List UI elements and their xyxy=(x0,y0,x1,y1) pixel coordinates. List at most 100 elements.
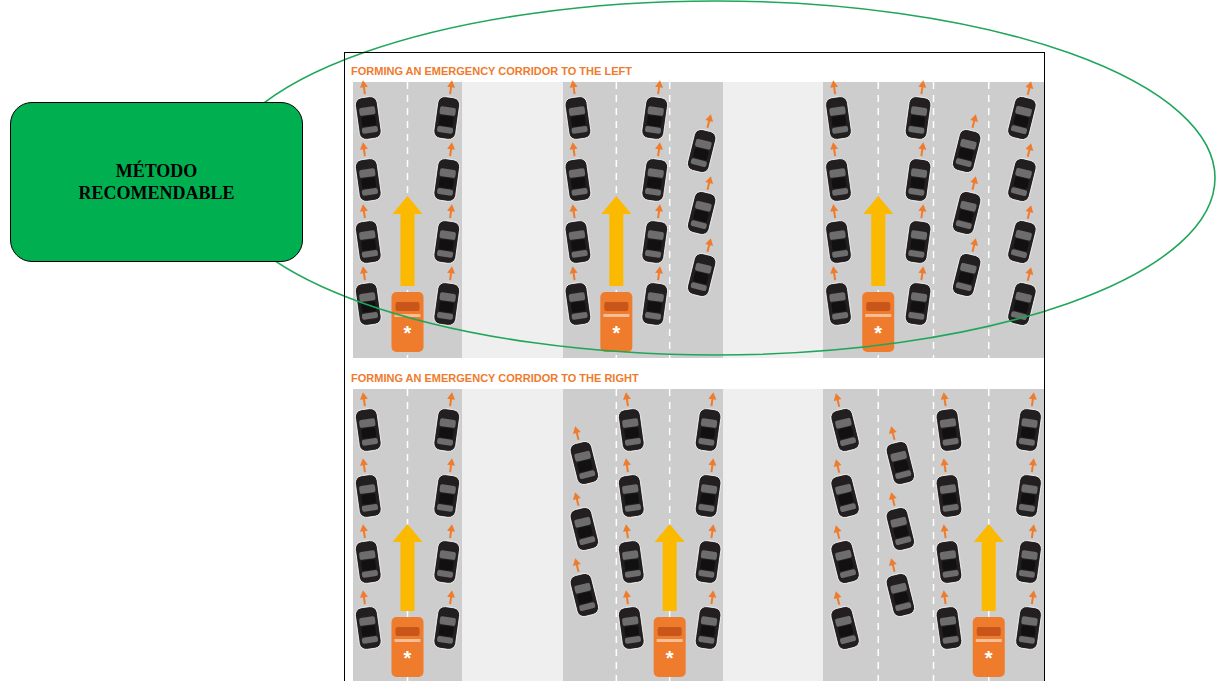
car-rear-window xyxy=(625,636,642,644)
car-windshield xyxy=(647,230,664,240)
car-rear-window xyxy=(1019,570,1036,578)
direction-arrow xyxy=(837,597,839,605)
car-roof xyxy=(647,239,662,251)
car-windshield xyxy=(622,484,639,494)
car-rear-window xyxy=(571,126,588,134)
direction-arrowhead xyxy=(1026,266,1035,275)
car xyxy=(562,79,592,140)
car-rear-window xyxy=(698,438,715,446)
car-roof xyxy=(624,559,639,571)
car-rear-window xyxy=(832,126,849,134)
car-roof xyxy=(624,625,639,637)
car xyxy=(1015,589,1045,650)
car-rear-window xyxy=(362,570,379,578)
car-rear-window xyxy=(908,188,925,196)
car-windshield xyxy=(701,550,718,560)
car-windshield xyxy=(439,168,456,178)
direction-arrow xyxy=(573,86,574,94)
car-body xyxy=(354,96,382,141)
car xyxy=(694,457,724,518)
car-windshield xyxy=(359,418,376,428)
car-windshield xyxy=(1021,550,1038,560)
car-body xyxy=(829,407,861,453)
car-body xyxy=(569,506,601,552)
vehicle-asterisk: * xyxy=(398,647,418,669)
car xyxy=(615,391,645,452)
car-windshield xyxy=(439,616,456,626)
car xyxy=(615,523,645,584)
car-windshield xyxy=(622,616,639,626)
direction-arrowhead xyxy=(918,266,927,274)
direction-arrowhead xyxy=(832,458,841,467)
car-windshield xyxy=(911,292,928,302)
direction-arrow xyxy=(450,398,451,406)
car-body xyxy=(433,158,461,203)
car-rear-window xyxy=(942,504,959,512)
car-body xyxy=(904,282,932,327)
vehicle-body xyxy=(654,617,686,677)
car xyxy=(904,265,934,326)
direction-arrowhead xyxy=(359,458,368,466)
car-roof xyxy=(942,493,957,505)
direction-arrow xyxy=(627,530,628,538)
direction-arrow xyxy=(921,272,922,280)
direction-arrowhead xyxy=(918,142,927,150)
car-rear-window xyxy=(362,188,379,196)
direction-arrowhead xyxy=(655,142,664,150)
direction-arrow xyxy=(893,432,895,440)
car-rear-window xyxy=(698,504,715,512)
direction-arrowhead xyxy=(829,266,838,274)
car-roof xyxy=(361,559,376,571)
car xyxy=(686,111,722,174)
car-windshield xyxy=(359,106,376,116)
car-roof xyxy=(361,177,376,189)
car-roof xyxy=(910,239,925,251)
direction-arrowhead xyxy=(359,142,368,150)
car xyxy=(641,203,671,264)
direction-arrowhead xyxy=(829,80,838,88)
direction-arrow xyxy=(450,148,451,156)
car-body xyxy=(935,474,963,519)
car-rear-window xyxy=(571,312,588,320)
direction-arrowhead xyxy=(940,392,949,400)
direction-arrow xyxy=(364,596,365,604)
direction-arrow xyxy=(627,398,628,406)
car-roof xyxy=(647,301,662,313)
panel-title: FORMING AN EMERGENCY CORRIDOR TO THE LEF… xyxy=(351,64,632,78)
car-roof xyxy=(831,115,846,127)
car-roof xyxy=(838,492,854,505)
car-rear-window xyxy=(437,312,454,320)
corridor-arrow xyxy=(655,524,685,611)
car-body xyxy=(1015,606,1043,651)
direction-arrowhead xyxy=(447,142,456,150)
car-rear-window xyxy=(437,504,454,512)
direction-arrow xyxy=(707,120,709,128)
direction-arrowhead xyxy=(447,204,456,212)
emergency-vehicle xyxy=(600,292,632,352)
car xyxy=(933,523,963,584)
road xyxy=(353,389,462,681)
car-windshield xyxy=(647,168,664,178)
car xyxy=(694,523,724,584)
car-windshield xyxy=(647,106,664,116)
direction-arrowhead xyxy=(918,80,927,88)
car-roof xyxy=(1013,238,1029,251)
car-windshield xyxy=(622,418,639,428)
direction-arrowhead xyxy=(569,204,578,212)
direction-arrowhead xyxy=(705,113,714,122)
car-body xyxy=(617,540,645,585)
road-background xyxy=(353,82,1044,358)
direction-arrow xyxy=(945,398,946,406)
vehicle-windshield xyxy=(396,627,420,636)
car-body xyxy=(617,606,645,651)
car-body xyxy=(617,408,645,453)
car-roof xyxy=(958,209,974,222)
car-rear-window xyxy=(942,570,959,578)
direction-arrowhead xyxy=(940,458,949,466)
direction-arrow xyxy=(921,86,922,94)
car-roof xyxy=(700,625,715,637)
direction-arrow xyxy=(711,398,712,406)
car-roof xyxy=(577,525,593,538)
direction-arrow xyxy=(577,564,579,572)
panel-title: FORMING AN EMERGENCY CORRIDOR TO THE RIG… xyxy=(351,371,639,385)
